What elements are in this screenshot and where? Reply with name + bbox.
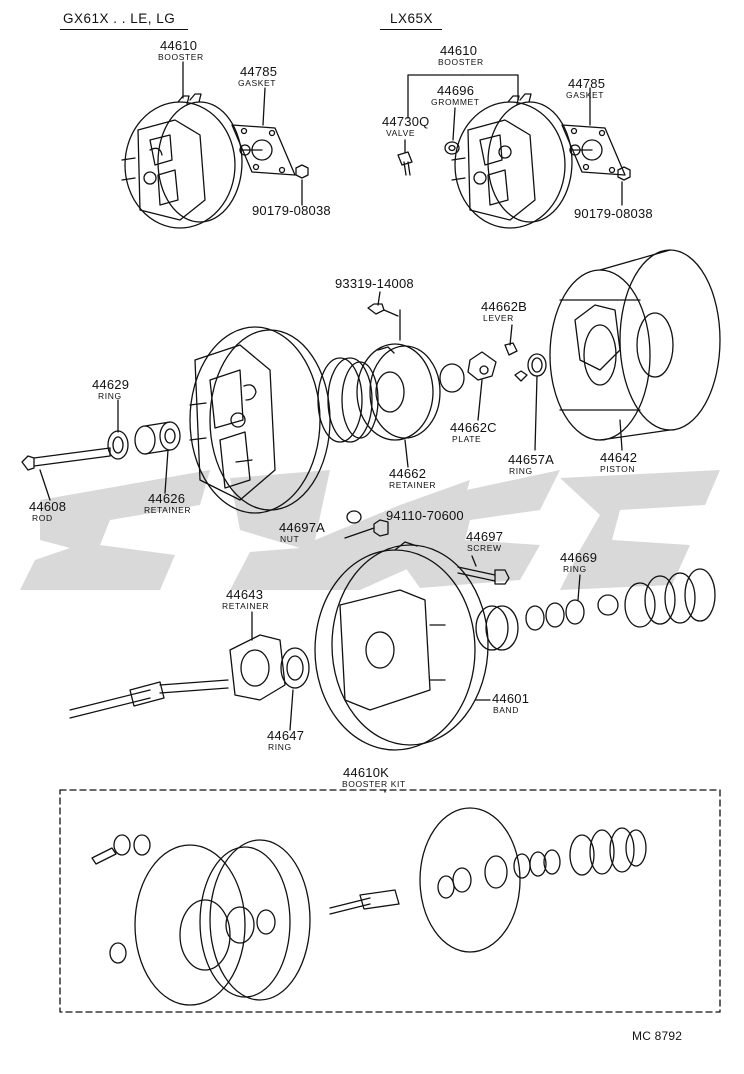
- label-94110: 94110-70600: [386, 508, 464, 523]
- booster-right: [451, 93, 593, 229]
- small-clip: [514, 370, 528, 382]
- label-gasket-left: GASKET: [238, 78, 277, 88]
- grommet-right: [444, 141, 460, 155]
- lever-44662b: [504, 342, 518, 356]
- label-44629: 44629: [92, 377, 130, 392]
- label-93319: 93319-14008: [335, 276, 414, 291]
- booster-kit-box: [59, 789, 721, 1013]
- label-44657a: 44657A: [508, 452, 555, 467]
- header-gx61x: GX61X . . LE, LG: [63, 11, 176, 26]
- label-screw: SCREW: [467, 543, 502, 553]
- label-booster-kit: BOOSTER KIT: [342, 779, 406, 789]
- label-44730q: 44730Q: [382, 114, 430, 129]
- label-band: BAND: [493, 705, 520, 715]
- label-44626: 44626: [148, 491, 186, 506]
- label-ring-44647: RING: [268, 742, 292, 752]
- label-44785-left: 44785: [240, 64, 278, 79]
- label-44642: 44642: [600, 450, 638, 465]
- label-gasket-right: GASKET: [566, 90, 605, 100]
- label-44610-right: 44610: [440, 43, 478, 58]
- ring-44629: [107, 430, 129, 460]
- label-retainer-44662: RETAINER: [389, 480, 437, 490]
- label-44610k: 44610K: [343, 765, 390, 780]
- header-underline-right: [380, 29, 442, 30]
- label-ring-44657a: RING: [509, 466, 533, 476]
- label-retainer-44643: RETAINER: [222, 601, 270, 611]
- label-ring-44629: RING: [98, 391, 122, 401]
- booster-left: [121, 93, 263, 229]
- label-44669: 44669: [560, 550, 598, 565]
- header-lx65x: LX65X: [390, 11, 434, 26]
- ring-44657a: [527, 353, 547, 377]
- label-44610-left: 44610: [160, 38, 198, 53]
- front-shell: [189, 326, 331, 514]
- washer-94110: [346, 510, 362, 524]
- valve-rod: [69, 679, 229, 719]
- push-rod-44608: [21, 447, 111, 471]
- label-90179-right: 90179-08038: [574, 206, 653, 221]
- retainer-44626: [134, 421, 181, 455]
- seal-stack: [475, 568, 716, 651]
- label-ring-44669: RING: [563, 564, 587, 574]
- label-booster-left: BOOSTER: [158, 52, 204, 62]
- nut-left: [295, 164, 309, 179]
- label-retainer-44626: RETAINER: [144, 505, 192, 515]
- retainer-44662: [356, 343, 441, 441]
- label-nut: NUT: [280, 534, 300, 544]
- kit-parts: [91, 807, 647, 1006]
- label-booster-right: BOOSTER: [438, 57, 484, 67]
- piston-44642: [549, 249, 721, 441]
- retainer-44643: [229, 634, 286, 701]
- nut-44697a: [344, 519, 389, 539]
- screw-44697: [457, 566, 510, 585]
- label-44662c: 44662C: [450, 420, 497, 435]
- label-90179-left: 90179-08038: [252, 203, 331, 218]
- label-44662b: 44662B: [481, 299, 528, 314]
- label-grommet: GROMMET: [431, 97, 480, 107]
- rear-shell-44601: [314, 541, 489, 751]
- label-44696: 44696: [437, 83, 475, 98]
- label-44643: 44643: [226, 587, 264, 602]
- label-valve: VALVE: [386, 128, 416, 138]
- footer-code: MC 8792: [632, 1029, 683, 1043]
- plate-44662c: [467, 351, 497, 381]
- snap-ring: [439, 363, 465, 393]
- label-44697: 44697: [466, 529, 504, 544]
- label-44601: 44601: [492, 691, 530, 706]
- label-piston: PISTON: [600, 464, 636, 474]
- label-rod: ROD: [32, 513, 53, 523]
- diaphragm: [317, 357, 379, 443]
- label-44785-right: 44785: [568, 76, 606, 91]
- label-44608: 44608: [29, 499, 67, 514]
- screw-93319: [367, 303, 399, 317]
- nut-right: [617, 166, 631, 181]
- label-44697a: 44697A: [279, 520, 326, 535]
- label-44662: 44662: [389, 466, 427, 481]
- label-44647: 44647: [267, 728, 305, 743]
- ring-44647: [280, 647, 310, 689]
- gasket-left: [231, 124, 296, 176]
- valve-right: [397, 151, 413, 176]
- label-lever: LEVER: [483, 313, 514, 323]
- label-plate: PLATE: [452, 434, 482, 444]
- header-underline-left: [60, 29, 188, 30]
- gasket-right: [561, 124, 626, 176]
